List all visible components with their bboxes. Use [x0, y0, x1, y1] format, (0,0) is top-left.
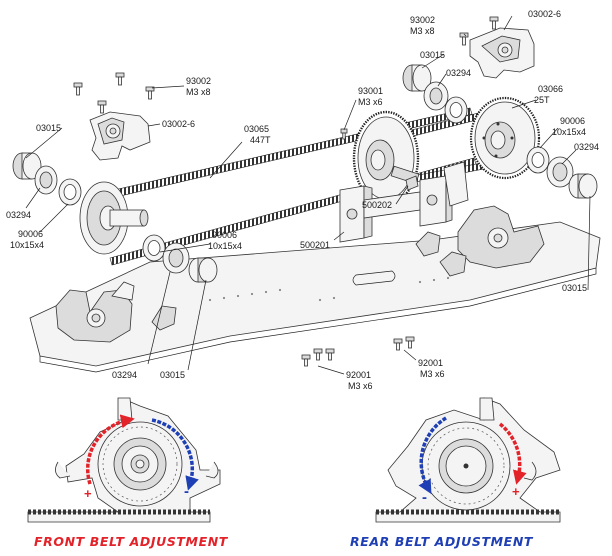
rear-bearing-block: [469, 27, 535, 79]
front-bulkhead: [55, 281, 177, 343]
rear-plus-sign: +: [512, 484, 520, 499]
label-bottom-right-screw-code: 92001: [418, 358, 443, 368]
part-labels: 93002 M3 x8 03002-6 03015 03294 90006 10…: [6, 9, 599, 391]
front-plus-sign: +: [84, 486, 92, 501]
label-rear-top-screw-size: M3 x8: [410, 26, 435, 36]
label-rear-bearing-code: 90006: [560, 116, 585, 126]
label-mid-screw-size: M3 x6: [358, 97, 383, 107]
screws-top-left: [73, 72, 155, 114]
rear-belt-caption: REAR BELT ADJUSTMENT: [350, 534, 534, 549]
front-right-bearing-stack: [142, 234, 218, 283]
label-front-right-cap: 03015: [160, 370, 185, 380]
rear-adjustment-detail: - +: [375, 397, 561, 523]
screws-bottom-left: [301, 348, 335, 367]
label-front-left-cap: 03015: [36, 123, 61, 133]
rear-pulley: [469, 96, 541, 180]
rear-bulkhead: [415, 205, 545, 277]
label-rear-pulley-code: 03066: [538, 84, 563, 94]
rear-top-bearing-stack: [402, 64, 468, 124]
label-long-belt-code: 03065: [244, 124, 269, 134]
label-rear-insert: 03294: [574, 142, 599, 152]
label-front-top-screw-size: M3 x8: [186, 87, 211, 97]
front-adjustment-detail: + -: [27, 397, 221, 523]
rear-right-bearing-stack: [526, 146, 598, 199]
label-rear-bearing-size: 10x15x4: [552, 127, 586, 137]
front-belt-caption: FRONT BELT ADJUSTMENT: [34, 534, 229, 549]
label-bottom-left-screw-code: 92001: [346, 370, 371, 380]
label-rear-pulley-size: 25T: [534, 95, 550, 105]
screw-mid: [340, 128, 348, 140]
screws-bottom-right: [393, 336, 415, 351]
label-bottom-right-screw-size: M3 x6: [420, 369, 445, 379]
label-bottom-left-screw-size: M3 x6: [348, 381, 373, 391]
label-front-right-bearing-code: 90006: [212, 230, 237, 240]
front-left-bearing-stack: [12, 152, 82, 206]
front-minus-sign: -: [184, 483, 189, 500]
label-rear-top-block-code: 03002-6: [528, 9, 561, 19]
label-front-right-bearing-size: 10x15x4: [208, 241, 242, 251]
label-front-top-screw-code: 93002: [186, 76, 211, 86]
label-front-top-block-code: 03002-6: [162, 119, 195, 129]
front-pulley: [79, 181, 149, 255]
label-rear-cap: 03015: [562, 283, 587, 293]
front-bearing-block: [89, 111, 151, 161]
center-spur-gear: [352, 110, 420, 206]
label-front-left-bearing-size: 10x15x4: [10, 240, 44, 250]
screws-top-right: [459, 16, 499, 46]
label-rear-top-insert: 03294: [446, 68, 471, 78]
label-front-right-insert: 03294: [112, 370, 137, 380]
label-front-left-bearing-code: 90006: [18, 229, 43, 239]
leader-lines: [25, 15, 591, 375]
label-rear-top-cap: 03015: [420, 50, 445, 60]
label-mount-upper: 500202: [362, 200, 392, 210]
rear-minus-sign: -: [422, 489, 427, 506]
label-mount-lower: 500201: [300, 240, 330, 250]
label-mid-screw-code: 93001: [358, 86, 383, 96]
label-rear-top-screw-code: 93002: [410, 15, 435, 25]
label-long-belt-size: 447T: [250, 135, 271, 145]
label-front-left-insert: 03294: [6, 210, 31, 220]
